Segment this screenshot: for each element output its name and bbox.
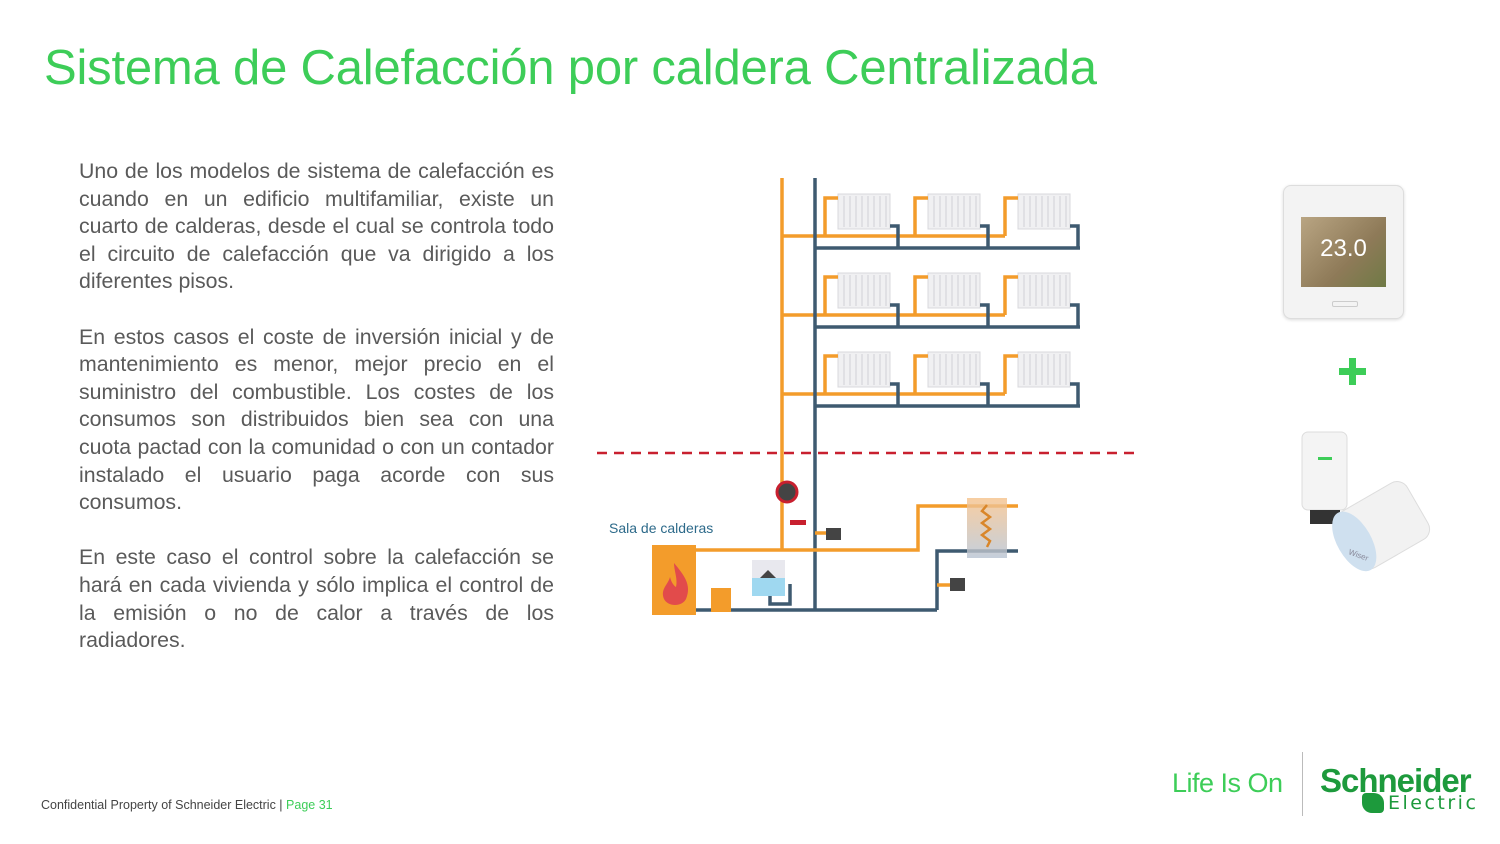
footer: Confidential Property of Schneider Elect…: [41, 798, 333, 812]
radiator-return-pipe: [1070, 303, 1080, 327]
radiator-return-pipe: [1070, 382, 1080, 406]
radiator-supply-pipe: [913, 196, 928, 236]
divider: [1302, 752, 1303, 816]
plus-icon: [1339, 358, 1366, 385]
valve-icon: [711, 588, 731, 612]
radiator-icon: [927, 193, 981, 230]
paragraph: Uno de los modelos de sistema de calefac…: [79, 159, 554, 294]
radiator-return-pipe: [890, 303, 900, 327]
radiator-supply-pipe: [1003, 275, 1018, 315]
pump-icon: [775, 480, 799, 504]
radiator-icon: [927, 351, 981, 388]
smart-thermostat-image: 23.0: [1283, 185, 1404, 319]
paragraph: En estos casos el coste de inversión ini…: [79, 324, 554, 515]
radiator-supply-pipe: [913, 354, 928, 394]
radiator-icon: [837, 351, 891, 388]
tagline-logo: Life Is On: [1172, 768, 1283, 798]
thermostat-temperature: 23.0: [1320, 235, 1367, 262]
radiator-icon: [837, 193, 891, 230]
radiator-icon: [1017, 272, 1071, 309]
page-number: Page 31: [286, 798, 333, 812]
radiator-icon: [837, 272, 891, 309]
radiator-return-pipe: [1070, 224, 1080, 248]
radiator-supply-pipe: [913, 275, 928, 315]
radiators: [837, 193, 1071, 388]
boiler-room-label: Sala de calderas: [609, 520, 713, 536]
radiator-supply-pipe: [823, 354, 838, 394]
radiator-return-pipe: [890, 382, 900, 406]
heat-coil: [979, 504, 993, 548]
heating-diagram: Sala de calderas: [597, 178, 1140, 615]
flame-icon: [662, 563, 689, 605]
radiator-supply-pipe: [1003, 354, 1018, 394]
page-title: Sistema de Calefacción por caldera Centr…: [44, 41, 1097, 95]
paragraph: En este caso el control sobre la calefac…: [79, 545, 554, 653]
radiator-return-pipe: [980, 224, 990, 248]
radiator-supply-pipe: [1003, 196, 1018, 236]
schneider-logo-mark-icon: [1362, 793, 1384, 813]
valve: [790, 520, 806, 525]
radiator-return-pipe: [980, 303, 990, 327]
radiator-return-pipe: [890, 224, 900, 248]
electric-logo: Electric: [1388, 792, 1479, 814]
actuator-icon: [826, 528, 841, 540]
radiator-return-pipe: [980, 382, 990, 406]
thermostatic-valves-image: Wiser: [1301, 431, 1431, 572]
body-text: Uno de los modelos de sistema de calefac…: [79, 158, 554, 682]
tank-pipe: [768, 584, 792, 606]
exchanger-return-pipe: [935, 549, 1018, 610]
radiator-supply-pipe: [823, 275, 838, 315]
radiator-icon: [1017, 193, 1071, 230]
actuator-icon: [950, 578, 965, 591]
radiator-icon: [927, 272, 981, 309]
radiator-icon: [1017, 351, 1071, 388]
radiator-supply-pipe: [823, 196, 838, 236]
schneider-logo: Schneider: [1320, 762, 1472, 799]
